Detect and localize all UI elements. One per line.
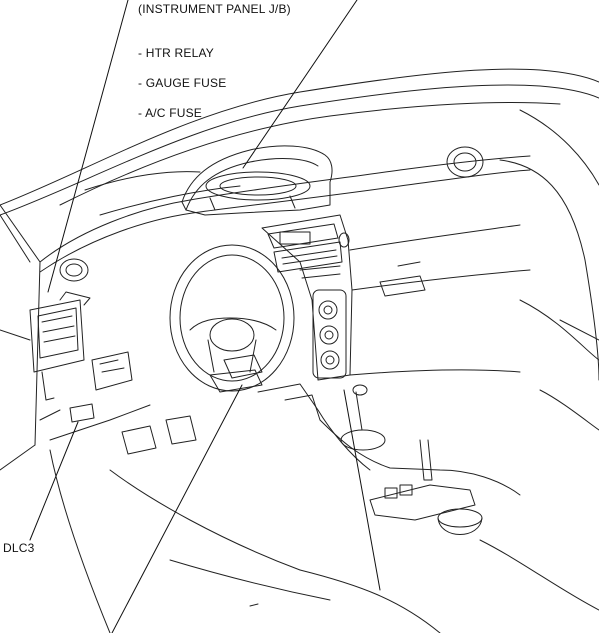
floor-tunnel (258, 384, 520, 535)
right-air-vent (447, 147, 483, 177)
center-console (262, 215, 352, 380)
ac-fuse-label: - A/C FUSE (138, 106, 203, 120)
lower-left-panel (40, 352, 150, 440)
junction-block (30, 292, 90, 400)
left-door-frame (0, 205, 40, 470)
dlc3-label: DLC3 (3, 541, 35, 555)
steering-wheel (170, 245, 294, 392)
pedals (122, 416, 196, 454)
htr-relay-label: - HTR RELAY (138, 46, 214, 60)
right-door-frame (500, 110, 599, 430)
floor-lines (50, 450, 599, 633)
left-air-vent (60, 259, 88, 281)
windshield-outline (0, 69, 599, 215)
gauge-fuse-label: - GAUGE FUSE (138, 76, 227, 90)
leader-lines (30, 0, 380, 633)
instrument-cluster (182, 146, 332, 215)
dashboard-top (40, 156, 530, 272)
junction-block-label: (INSTRUMENT PANEL J/B) (138, 2, 291, 16)
glovebox-area (350, 225, 530, 375)
